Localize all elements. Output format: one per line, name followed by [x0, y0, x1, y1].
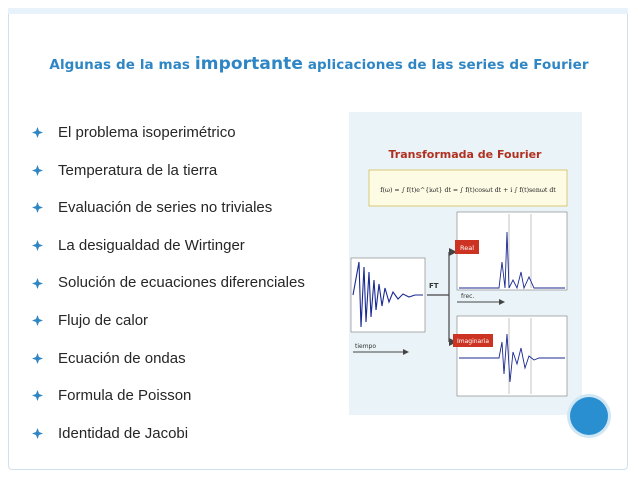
imag-label-box — [453, 334, 493, 347]
formula-box — [368, 169, 568, 207]
diamond-bullet-icon — [30, 227, 44, 265]
fourier-transform-figure: Transformada de Fourier f(ω) = ∫ f(t)e^{… — [349, 112, 582, 415]
formula-text: f(ω) = ∫ f(t)e^{iωt} dt = ∫ f(t)cosωt dt… — [380, 187, 556, 194]
real-spectrum-panel — [456, 211, 568, 291]
bullet-text: Ecuación de ondas — [58, 349, 186, 367]
bullet-item: Evaluación de series no triviales — [30, 189, 305, 227]
real-label: Real — [460, 244, 474, 252]
imag-label: Imaginaria — [457, 338, 489, 345]
real-label-box — [455, 240, 479, 254]
title-prefix: Algunas de la mas — [49, 57, 195, 73]
bullet-item: La desigualdad de Wirtinger — [30, 227, 305, 265]
slide-title: Algunas de la mas importante aplicacione… — [0, 54, 638, 74]
diamond-bullet-icon — [30, 189, 44, 227]
bullet-text: Formula de Poisson — [58, 387, 192, 405]
figure-heading: Transformada de Fourier — [388, 148, 542, 161]
diamond-bullet-icon — [30, 114, 44, 152]
bullet-item: Solución de ecuaciones diferenciales — [30, 264, 305, 302]
imag-spectrum-panel — [456, 315, 568, 397]
bullet-text: Flujo de calor — [58, 311, 149, 329]
time-label: tiempo — [355, 343, 376, 350]
diamond-bullet-icon — [30, 302, 44, 340]
bullet-text: Temperatura de la tierra — [58, 161, 218, 179]
time-signal-wave — [352, 261, 423, 328]
bullet-text: Solución de ecuaciones diferenciales — [58, 274, 305, 292]
bullet-item: Identidad de Jacobi — [30, 415, 305, 453]
bullet-item: Ecuación de ondas — [30, 340, 305, 378]
fourier-figure-svg: Transformada de Fourier f(ω) = ∫ f(t)e^{… — [349, 112, 582, 415]
ft-label: FT — [429, 282, 439, 290]
diamond-bullet-icon — [30, 415, 44, 453]
title-suffix: aplicaciones de las series de Fourier — [303, 57, 589, 73]
diamond-bullet-icon — [30, 264, 44, 302]
bullet-text: El problema isoperimétrico — [58, 124, 236, 141]
real-spectrum-wave — [459, 231, 565, 290]
bullet-text: Evaluación de series no triviales — [58, 199, 273, 217]
title-emphasis: importante — [194, 54, 304, 74]
freq-label: frec. — [461, 293, 474, 300]
bullet-item: Formula de Poisson — [30, 377, 305, 415]
diamond-bullet-icon — [30, 152, 44, 190]
bullet-text: La desigualdad de Wirtinger — [58, 236, 245, 254]
decorative-circle — [570, 397, 608, 435]
time-arrow-head — [403, 349, 409, 355]
freq-arrow-head — [499, 299, 505, 305]
bullet-item: Flujo de calor — [30, 302, 305, 340]
slide-frame-top-band — [8, 8, 628, 14]
bullet-text: Identidad de Jacobi — [58, 424, 189, 442]
diamond-bullet-icon — [30, 377, 44, 415]
bullet-item: Temperatura de la tierra — [30, 152, 305, 190]
arrow-to-real — [449, 248, 457, 256]
imag-spectrum-wave — [459, 333, 565, 383]
bullet-item: El problema isoperimétrico — [30, 114, 305, 152]
diamond-bullet-icon — [30, 340, 44, 378]
